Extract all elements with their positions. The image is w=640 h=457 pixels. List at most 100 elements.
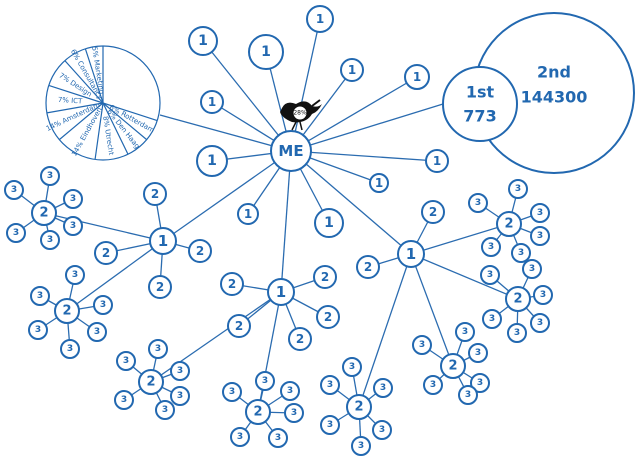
node-circle <box>245 399 271 425</box>
node-degree-3: 3 <box>342 357 362 377</box>
node-degree-2: 2 <box>227 314 251 338</box>
node-degree-3: 3 <box>480 265 500 285</box>
node-label: 2 <box>448 359 457 374</box>
node-circle <box>188 239 212 263</box>
second-degree-title: 2nd <box>537 63 571 82</box>
node-degree-3: 3 <box>40 230 60 250</box>
node-circle <box>507 323 527 343</box>
node-label: 2 <box>235 319 243 333</box>
node-circle <box>268 428 288 448</box>
node-label: 3 <box>94 327 100 337</box>
node-circle <box>505 286 531 312</box>
node-degree-3: 3 <box>530 226 550 246</box>
node-circle <box>482 309 502 329</box>
node-degree-1: 1 <box>340 58 364 82</box>
node-label: 1 <box>375 176 383 190</box>
node-circle <box>143 182 167 206</box>
node-degree-3: 3 <box>170 386 190 406</box>
node-label: 3 <box>67 344 73 354</box>
node-label: 2 <box>151 187 159 201</box>
node-degree-1: 1 <box>196 145 228 177</box>
node-circle <box>481 237 501 257</box>
node-circle <box>372 420 392 440</box>
node-circle <box>346 394 372 420</box>
first-degree-title: 1st <box>466 83 495 102</box>
node-degree-3: 3 <box>4 180 24 200</box>
node-degree-3: 3 <box>508 179 528 199</box>
node-label: 2 <box>504 217 513 232</box>
pie-slice-divider <box>102 102 158 122</box>
node-degree-2: 2 <box>440 353 466 379</box>
node-label: 3 <box>177 391 183 401</box>
node-degree-2: 2 <box>313 265 337 289</box>
node-degree-2: 2 <box>148 275 172 299</box>
node-degree-3: 3 <box>114 390 134 410</box>
node-label: 3 <box>291 408 297 418</box>
node-label: 3 <box>430 380 436 390</box>
node-label: 3 <box>537 231 543 241</box>
node-degree-3: 3 <box>423 375 443 395</box>
node-degree-1: 1 <box>267 278 295 306</box>
pie-slice-label: 7% ICT <box>58 96 84 106</box>
node-degree-1: 1 <box>149 227 177 255</box>
node-degree-3: 3 <box>63 189 83 209</box>
node-circle <box>170 386 190 406</box>
node-degree-2: 2 <box>54 298 80 324</box>
node-degree-3: 3 <box>222 382 242 402</box>
node-label: 3 <box>155 344 161 354</box>
node-circle <box>373 378 393 398</box>
node-label: 3 <box>35 325 41 335</box>
first-degree-circle <box>442 66 518 142</box>
node-label: 3 <box>488 242 494 252</box>
node-degree-3: 3 <box>155 400 175 420</box>
node-circle <box>60 339 80 359</box>
node-circle <box>530 313 550 333</box>
network-edge <box>66 240 164 312</box>
node-degree-3: 3 <box>87 322 107 342</box>
pie-slice-divider <box>94 102 104 160</box>
node-circle <box>508 179 528 199</box>
node-label: 2 <box>354 400 363 415</box>
node-label: 1 <box>261 44 271 60</box>
node-circle <box>188 26 218 56</box>
node-degree-3: 3 <box>522 259 542 279</box>
node-circle <box>356 255 380 279</box>
node-circle <box>87 322 107 342</box>
node-circle <box>468 343 488 363</box>
node-degree-3: 3 <box>533 285 553 305</box>
node-label: 3 <box>379 425 385 435</box>
node-circle <box>320 375 340 395</box>
node-label: 3 <box>515 184 521 194</box>
node-label: 2 <box>513 292 522 307</box>
node-circle <box>170 361 190 381</box>
node-label: 3 <box>229 387 235 397</box>
node-circle <box>230 427 250 447</box>
node-label: 3 <box>475 348 481 358</box>
node-label: 3 <box>121 395 127 405</box>
node-degree-3: 3 <box>65 265 85 285</box>
node-circle <box>314 208 344 238</box>
node-label: 3 <box>349 362 355 372</box>
pie-slice-divider <box>58 102 104 141</box>
network-edge <box>290 18 321 152</box>
node-degree-1: 1 <box>200 90 224 114</box>
node-degree-1: 1 <box>188 26 218 56</box>
node-degree-3: 3 <box>511 243 531 263</box>
node-circle <box>255 371 275 391</box>
node-label: 3 <box>327 420 333 430</box>
bird-badge-label: 28% <box>293 110 307 117</box>
network-edge <box>410 253 519 300</box>
node-degree-2: 2 <box>288 327 312 351</box>
node-label: 3 <box>465 390 471 400</box>
node-degree-3: 3 <box>30 286 50 306</box>
node-circle <box>149 227 177 255</box>
node-label: 2 <box>228 277 236 291</box>
node-circle <box>63 216 83 236</box>
node-circle <box>421 200 445 224</box>
node-label: 2 <box>39 206 48 221</box>
node-label: 3 <box>262 376 268 386</box>
node-circle <box>458 385 478 405</box>
node-label: 2 <box>364 260 372 274</box>
node-degree-2: 2 <box>138 369 164 395</box>
